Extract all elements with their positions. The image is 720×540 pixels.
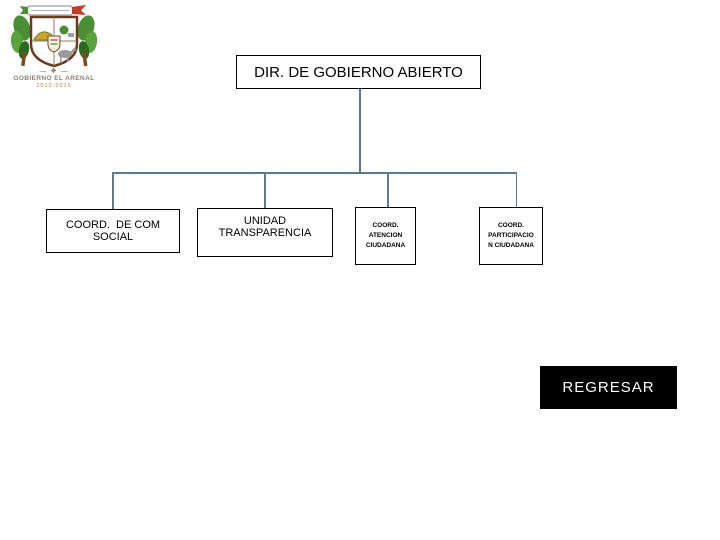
regresar-button-label: REGRESAR <box>562 379 655 396</box>
org-node-unidad-transparencia: UNIDAD TRANSPARENCIA <box>197 208 333 257</box>
connector-horizontal <box>112 172 517 174</box>
coat-of-arms-icon <box>10 5 98 68</box>
connector-drop-atencion <box>387 172 389 207</box>
org-node-com-social: COORD. DE COM SOCIAL <box>46 209 180 253</box>
org-node-root: DIR. DE GOBIERNO ABIERTO <box>236 55 481 89</box>
connector-drop-com-social <box>112 172 114 209</box>
regresar-button[interactable]: REGRESAR <box>540 366 677 409</box>
org-node-unidad-transparencia-label: UNIDAD TRANSPARENCIA <box>218 215 312 239</box>
org-node-root-label: DIR. DE GOBIERNO ABIERTO <box>254 63 463 81</box>
connector-drop-transparencia <box>264 172 266 209</box>
logo-caption: GOBIERNO EL ARENAL <box>13 75 95 82</box>
logo-coat-of-arms: — ❖ — GOBIERNO EL ARENAL 2012-2015 <box>6 2 102 100</box>
connector-root-stem <box>359 89 361 173</box>
logo-ornament: — ❖ — <box>39 68 69 75</box>
logo-years: 2012-2015 <box>36 83 72 89</box>
connector-drop-participacion <box>515 172 517 207</box>
org-node-com-social-label: COORD. DE COM SOCIAL <box>65 219 164 243</box>
